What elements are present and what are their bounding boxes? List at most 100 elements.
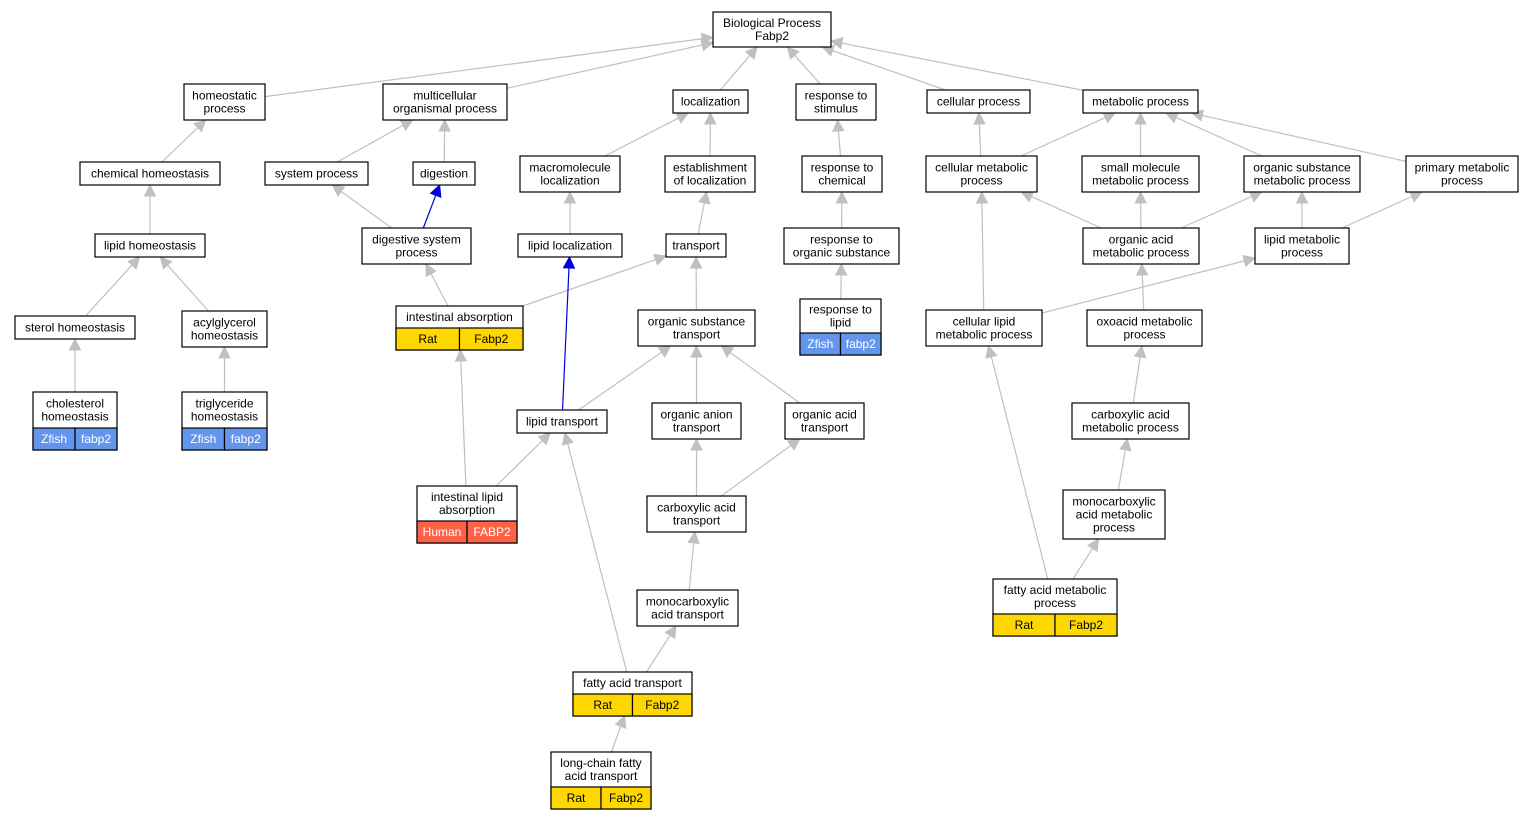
- edge-arrowhead: [690, 437, 703, 451]
- edge-establishment-localization-to-localization: [704, 111, 717, 157]
- edge-line: [1132, 356, 1141, 404]
- edge-triglyceride-homeostasis-to-acylglycerol-homeostasis: [218, 345, 231, 392]
- node-box: [801, 155, 883, 193]
- node-label-line: process: [1034, 596, 1076, 610]
- edge-line: [167, 264, 209, 312]
- node-label-line: lipid: [830, 316, 851, 330]
- go-node-lipid-localization[interactable]: lipid localization: [517, 233, 623, 258]
- edge-arrowhead: [425, 263, 437, 278]
- edge-cellular-metabolic-to-cellular-process: [973, 111, 986, 157]
- edge-arrowhead: [1086, 538, 1100, 553]
- edge-organic-anion-transport-to-organic-substance-transport: [690, 344, 703, 403]
- edge-digestive-system-to-system-process: [331, 184, 393, 229]
- node-box: [1254, 227, 1350, 265]
- node-box: [664, 155, 756, 193]
- edge-arrowhead: [664, 625, 677, 640]
- go-node-system-process[interactable]: system process: [264, 161, 369, 186]
- edge-line: [981, 202, 985, 311]
- edge-line: [336, 124, 404, 163]
- edge-carboxylic-acid-metabolic-to-oxoacid-metabolic: [1132, 344, 1147, 404]
- node-box: [1082, 227, 1200, 265]
- node-label-line: transport: [672, 239, 720, 253]
- go-node-metabolic-process[interactable]: metabolic process: [1082, 89, 1199, 114]
- node-label-line: stimulus: [814, 102, 858, 116]
- gene-label: fabp2: [231, 432, 261, 446]
- edge-arrowhead: [698, 190, 711, 205]
- go-node-localization[interactable]: localization: [672, 89, 749, 114]
- go-node-lipid-homeostasis[interactable]: lipid homeostasis: [94, 233, 206, 258]
- edge-arrowhead: [218, 345, 231, 359]
- node-box: [183, 83, 266, 121]
- edge-arrowhead: [1248, 190, 1263, 203]
- edge-system-process-to-multicellular: [336, 119, 414, 163]
- node-box: [636, 589, 739, 627]
- node-label-line: carboxylic acid: [657, 501, 736, 515]
- edge-digestion-to-multicellular: [438, 118, 451, 163]
- edge-metabolic-process-to-root: [829, 37, 1084, 91]
- edge-arrowhead: [1135, 262, 1149, 276]
- edge-line: [567, 443, 628, 673]
- edge-carboxylic-acid-transport-to-organic-acid-transport: [720, 438, 801, 497]
- go-node-chemical-homeostasis[interactable]: chemical homeostasis: [79, 161, 221, 186]
- node-label-line: monocarboxylic: [1072, 495, 1155, 509]
- node-label-line: metabolic process: [1254, 174, 1351, 188]
- edge-lipid-transport-to-organic-substance-transport: [578, 345, 672, 411]
- node-label-line: cellular process: [937, 95, 1020, 109]
- edge-arrowhead: [1408, 190, 1424, 203]
- gene-cell: [466, 520, 518, 544]
- edge-cellular-metabolic-to-metabolic-process: [1020, 112, 1117, 157]
- go-node-transport[interactable]: transport: [665, 233, 727, 258]
- edge-line: [646, 634, 671, 673]
- edge-response-organic-substance-to-response-chemical: [835, 190, 849, 229]
- node-label-line: process: [960, 174, 1002, 188]
- node-label-line: acid transport: [565, 769, 638, 783]
- node-box: [925, 155, 1038, 193]
- go-node-cellular-process[interactable]: cellular process: [926, 89, 1031, 114]
- gene-label: Fabp2: [474, 332, 508, 346]
- go-node-sterol-homeostasis[interactable]: sterol homeostasis: [14, 315, 136, 340]
- edge-intestinal-lipid-absorption-to-lipid-transport: [495, 432, 552, 487]
- edge-arrowhead: [438, 118, 451, 132]
- edge-arrowhead: [835, 190, 849, 204]
- edge-monocarboxylic-acid-transport-to-carboxylic-acid-transport: [687, 530, 700, 591]
- node-label-line: response to: [809, 303, 872, 317]
- node-label-line: homeostasis: [191, 329, 258, 343]
- go-node-digestion[interactable]: digestion: [412, 161, 476, 186]
- node-label-line: acylglycerol: [193, 316, 256, 330]
- node-box: [783, 227, 900, 265]
- go-node-lipid-transport[interactable]: lipid transport: [516, 409, 608, 434]
